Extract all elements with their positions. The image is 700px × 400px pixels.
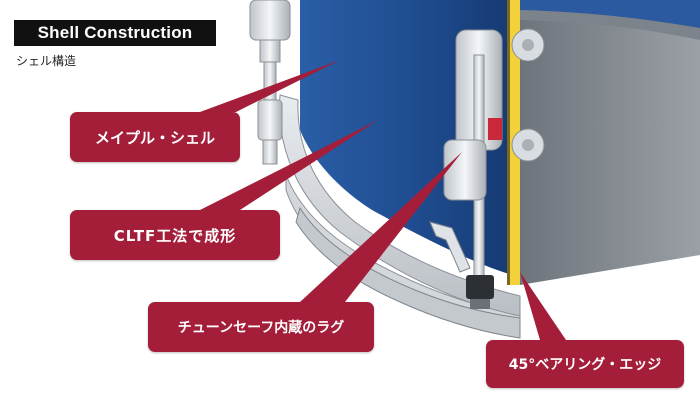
callout-bearing-edge: 45°ベアリング・エッジ [486,340,684,388]
lug-body-lower [443,139,487,201]
pointer-tune-safe-lug [300,152,462,302]
tension-fitting-mid [257,99,283,141]
claw-hook [429,221,471,273]
callout-tune-safe-lug: チューンセーフ内蔵のラグ [148,302,374,352]
lug-red-insert [488,118,502,140]
tension-fitting-top [249,0,291,41]
callout-maple-shell: メイプル・シェル [70,112,240,162]
page-title: Shell Construction [14,20,216,46]
callout-cltf-method: CLTF工法で成形 [70,210,280,260]
pointer-maple-shell [200,60,340,112]
page-subtitle: シェル構造 [16,54,77,68]
shell-top-band-blue [520,0,700,28]
pointer-bearing-edge [520,272,566,340]
shell-cutaway-side [520,0,700,285]
lug-swivel-nut [466,275,494,299]
pointer-cltf [200,120,378,210]
hoop-outer [279,94,521,319]
